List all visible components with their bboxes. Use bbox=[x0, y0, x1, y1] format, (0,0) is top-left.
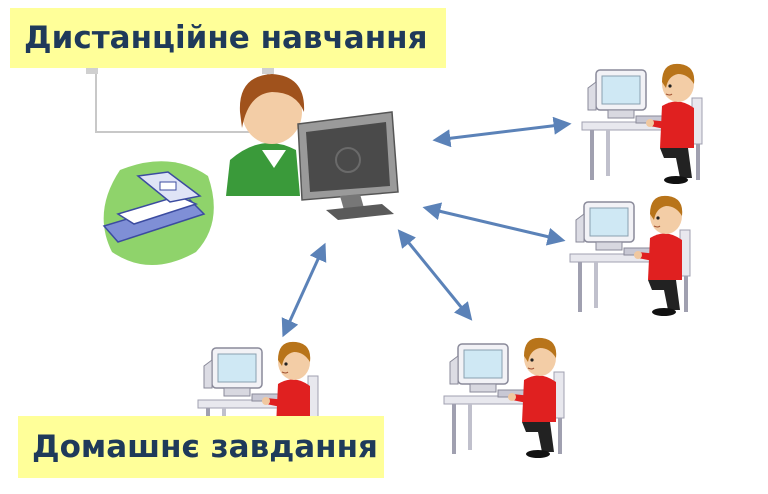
student-icon-1 bbox=[580, 61, 704, 186]
teacher-icon bbox=[226, 74, 305, 196]
scanner-icon bbox=[102, 161, 214, 265]
arrow-to-student-1 bbox=[432, 116, 572, 148]
teacher-monitor-icon bbox=[297, 111, 399, 220]
homework-label: Домашнє завдання bbox=[18, 416, 384, 478]
student-icon-3 bbox=[442, 335, 566, 460]
student-icon-2 bbox=[568, 193, 692, 318]
title-label: Дистанційне навчання bbox=[10, 8, 446, 68]
arrow-to-student-4 bbox=[281, 242, 327, 338]
arrow-to-student-3 bbox=[397, 229, 473, 321]
connection-arrows bbox=[281, 116, 572, 338]
arrow-to-student-2 bbox=[422, 202, 566, 246]
